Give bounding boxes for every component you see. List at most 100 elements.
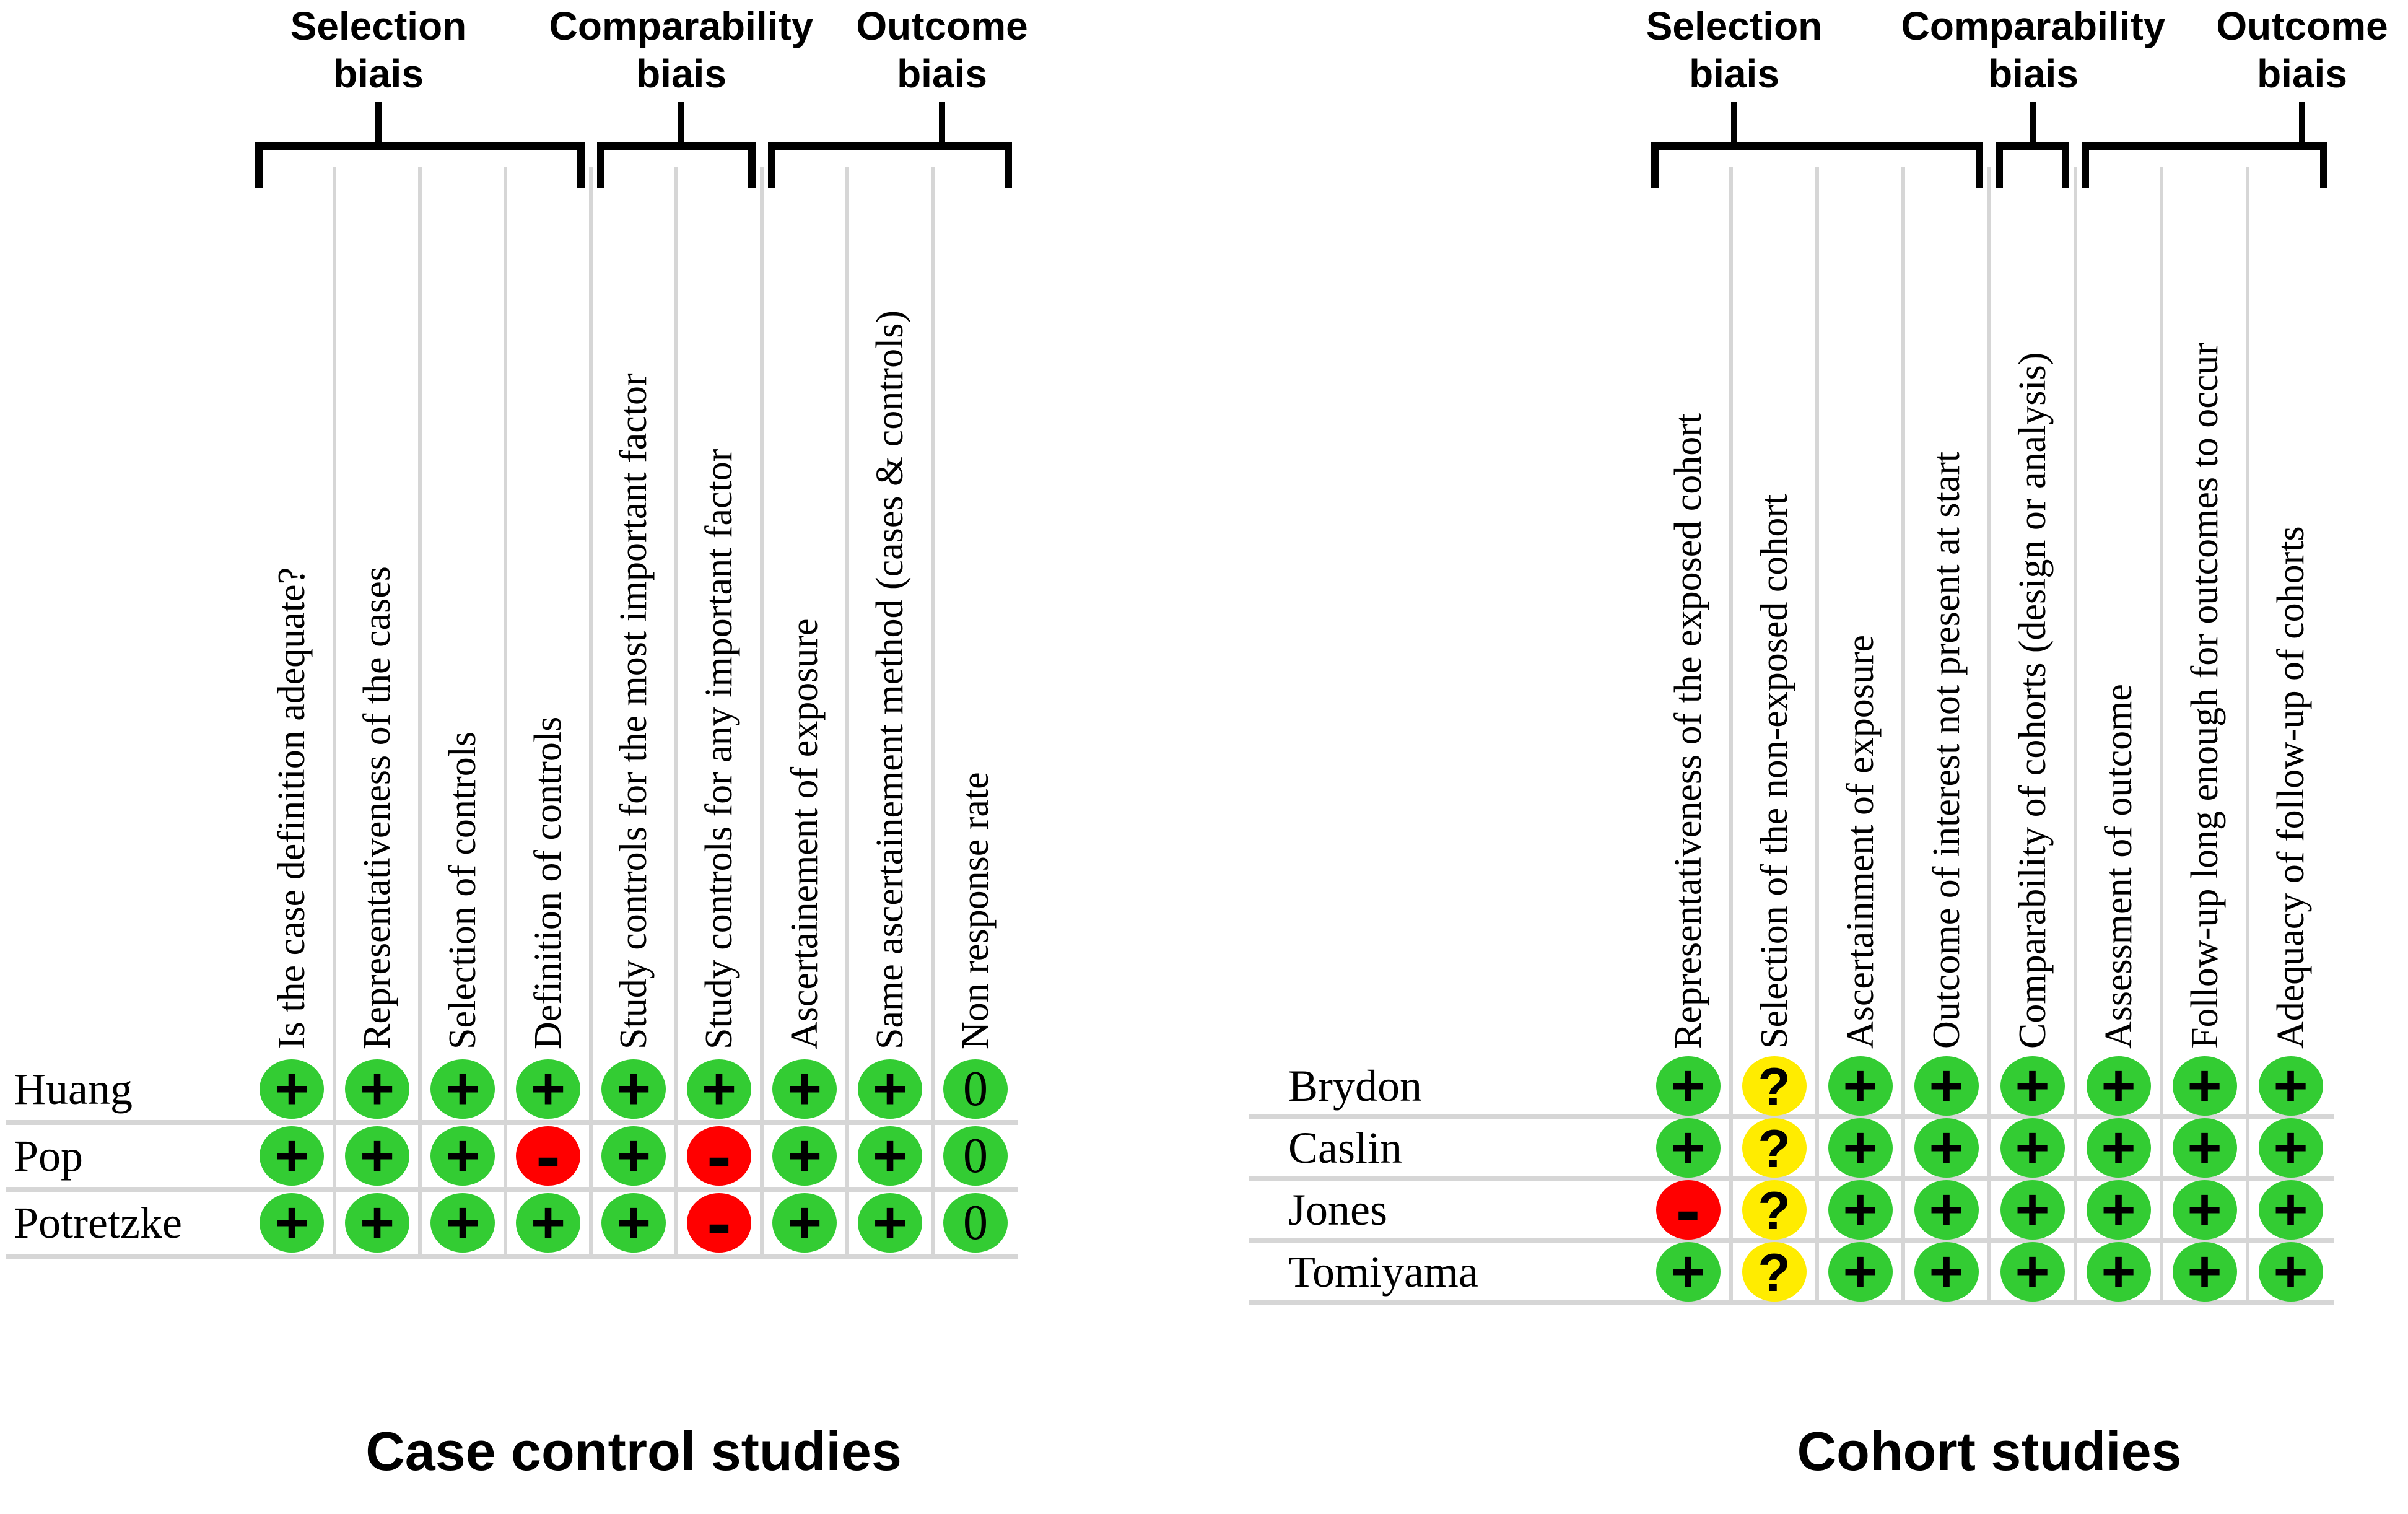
rating-circle: + <box>1828 1114 1893 1181</box>
column-label: Assessment of outcome <box>2097 684 2140 1049</box>
plus-icon: + <box>2273 1238 2308 1305</box>
group-bracket-tick-right <box>1005 142 1012 188</box>
plus-icon: + <box>701 1056 737 1122</box>
rating-circle: + <box>516 1189 580 1256</box>
group-bracket-bar <box>1651 142 1983 150</box>
column-divider <box>333 167 336 1256</box>
plus-icon: + <box>1670 1052 1706 1119</box>
minus-icon: - <box>1675 1168 1701 1251</box>
row-separator <box>6 1120 1018 1125</box>
group-bracket-tick-right <box>1976 142 1983 188</box>
plus-icon: + <box>445 1122 481 1189</box>
column-label: Adequacy of follow-up of cohorts <box>2269 526 2312 1049</box>
rating-circle: + <box>2086 1238 2151 1305</box>
study-label: Potretzke <box>14 1198 182 1248</box>
column-label: Follow-up long enough for outcomes to oc… <box>2183 343 2226 1049</box>
plus-icon: + <box>1843 1176 1878 1243</box>
question-icon: ? <box>1758 1243 1791 1303</box>
plus-icon: + <box>274 1056 310 1122</box>
row-separator <box>1249 1176 2334 1181</box>
rating-circle: + <box>2000 1052 2065 1119</box>
plus-icon: + <box>2101 1052 2136 1119</box>
column-label: Representativeness of the exposed cohort <box>1667 413 1709 1049</box>
bias-group-label-line2: biais <box>636 51 726 96</box>
bias-group-label-line2: biais <box>897 51 987 96</box>
plus-icon: + <box>2101 1176 2136 1243</box>
rating-circle: 0 <box>943 1126 1008 1186</box>
plus-icon: + <box>787 1122 822 1189</box>
rating-circle: + <box>345 1122 409 1189</box>
rating-circle: + <box>2172 1052 2237 1119</box>
question-icon: ? <box>1758 1057 1791 1117</box>
group-bracket-bar <box>255 142 585 150</box>
plus-icon: + <box>2187 1176 2222 1243</box>
row-separator <box>1249 1114 2334 1119</box>
group-bracket-tick-left <box>1996 142 2003 188</box>
column-divider <box>674 167 678 1256</box>
plus-icon: + <box>872 1189 908 1256</box>
plus-icon: + <box>1929 1238 1964 1305</box>
plus-icon: + <box>787 1189 822 1256</box>
rating-circle: + <box>1914 1176 1979 1243</box>
rating-circle: + <box>1656 1114 1721 1181</box>
rating-circle: ? <box>1742 1118 1807 1179</box>
rating-circle: + <box>2000 1238 2065 1305</box>
rating-circle: + <box>516 1056 580 1122</box>
rating-circle: + <box>2172 1238 2237 1305</box>
rating-circle: 0 <box>943 1193 1008 1253</box>
rating-circle: + <box>345 1189 409 1256</box>
plus-icon: + <box>2101 1114 2136 1181</box>
rating-circle: + <box>687 1056 751 1122</box>
rating-circle: - <box>1656 1168 1721 1251</box>
row-separator <box>1249 1300 2334 1305</box>
rating-circle: + <box>2086 1114 2151 1181</box>
column-divider <box>504 167 507 1256</box>
plus-icon: + <box>1929 1114 1964 1181</box>
plus-icon: + <box>616 1189 652 1256</box>
column-divider <box>760 167 764 1256</box>
bias-group-label-line1: Comparability <box>1901 4 2166 48</box>
plus-icon: + <box>616 1122 652 1189</box>
plus-icon: + <box>359 1189 395 1256</box>
zero-icon: 0 <box>963 1061 988 1116</box>
plus-icon: + <box>787 1056 822 1122</box>
zero-icon: 0 <box>963 1195 988 1250</box>
rating-circle: + <box>430 1189 495 1256</box>
rating-circle: + <box>1656 1052 1721 1119</box>
rating-circle: + <box>2258 1052 2323 1119</box>
study-label: Tomiyama <box>1288 1247 1478 1297</box>
group-bracket-tick-left <box>2082 142 2089 188</box>
rating-circle: + <box>2258 1114 2323 1181</box>
rating-circle: + <box>2086 1176 2151 1243</box>
rating-circle: + <box>858 1056 922 1122</box>
rating-circle: + <box>601 1056 666 1122</box>
rating-circle: + <box>772 1056 837 1122</box>
bias-group-label-line1: Selection <box>290 4 467 48</box>
rating-circle: + <box>772 1122 837 1189</box>
rating-circle: + <box>2258 1238 2323 1305</box>
plus-icon: + <box>274 1189 310 1256</box>
plus-icon: + <box>274 1122 310 1189</box>
plus-icon: + <box>1843 1052 1878 1119</box>
rating-circle: + <box>601 1189 666 1256</box>
rating-circle: + <box>2086 1052 2151 1119</box>
rating-circle: + <box>1914 1238 1979 1305</box>
panel-caption: Case control studies <box>365 1420 902 1482</box>
minus-icon: - <box>707 1114 731 1197</box>
row-separator <box>6 1254 1018 1259</box>
rating-circle: - <box>687 1114 751 1197</box>
group-bracket-stem <box>939 102 945 150</box>
plus-icon: + <box>2101 1238 2136 1305</box>
column-divider <box>845 167 849 1256</box>
column-label: Comparability of cohorts (design or anal… <box>2011 352 2054 1049</box>
rating-circle: + <box>1914 1114 1979 1181</box>
plus-icon: + <box>1670 1238 1706 1305</box>
column-divider <box>2074 167 2077 1303</box>
column-divider <box>589 167 593 1256</box>
rating-circle: + <box>260 1189 324 1256</box>
rating-circle: - <box>687 1181 751 1264</box>
